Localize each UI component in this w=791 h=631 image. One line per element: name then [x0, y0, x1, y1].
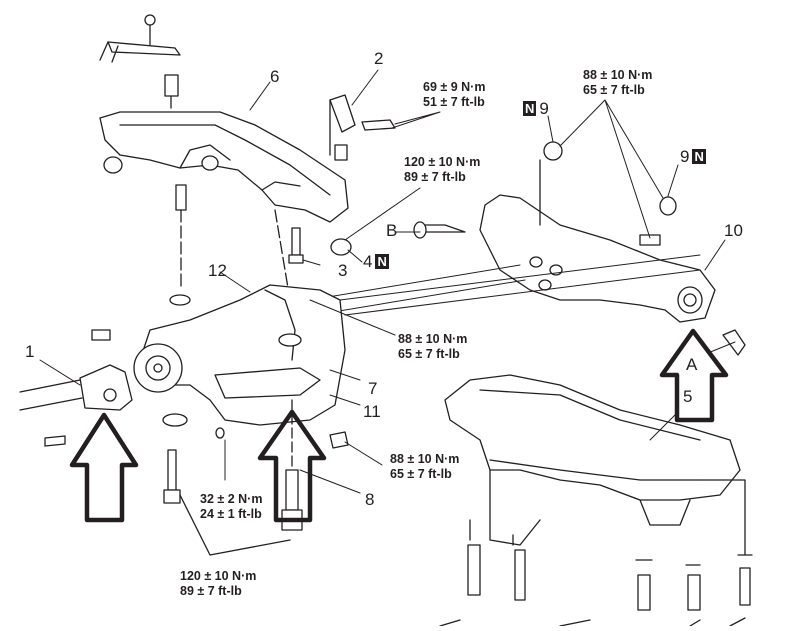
callout-2: 2 [374, 49, 384, 68]
new-part-marker: N [523, 101, 537, 116]
torque-nm: 120 ± 10 N·m [404, 155, 481, 169]
torque-ftlb: 51 ± 7 ft-lb [423, 95, 485, 109]
torque-nm: 88 ± 10 N·m [390, 452, 460, 466]
torque-ftlb: 24 ± 1 ft-lb [200, 507, 262, 521]
torque-nm: 88 ± 10 N·m [583, 68, 653, 82]
callout-10: 10 [724, 221, 743, 240]
callout-9-number: 9 [539, 99, 549, 118]
torque-nm: 120 ± 10 N·m [180, 569, 257, 583]
callout-7: 7 [368, 379, 378, 398]
callout-5: 5 [683, 387, 693, 406]
part-2-bracket [329, 94, 396, 161]
torque-nm: 88 ± 10 N·m [398, 332, 468, 346]
callout-4-number: 4 [363, 252, 373, 271]
torque-ftlb: 89 ± 7 ft-lb [180, 584, 242, 598]
arrow-up-icon [659, 328, 729, 423]
upper-bracket [99, 14, 181, 109]
part-12-differential [133, 284, 346, 439]
new-part-marker: N [375, 254, 389, 269]
callout-1: 1 [25, 342, 35, 361]
callout-B: B [386, 221, 398, 240]
new-part-marker: N [692, 149, 706, 164]
part-1-driveshaft [19, 329, 133, 447]
torque-nm: 69 ± 9 N·m [423, 80, 486, 94]
callout-12: 12 [208, 261, 227, 280]
callout-8: 8 [365, 490, 375, 509]
callout-6: 6 [270, 67, 280, 86]
leader-lines [39, 69, 736, 494]
torque-ftlb: 65 ± 7 ft-lb [398, 347, 460, 361]
part-5-subframe [439, 374, 753, 627]
torque-ftlb: 65 ± 7 ft-lb [583, 83, 645, 97]
callout-3: 3 [338, 261, 348, 280]
arrow-up-icon [257, 409, 327, 523]
torque-nm: 32 ± 2 N·m [200, 492, 263, 506]
callout-A: A [686, 355, 698, 374]
lower-bolts [163, 399, 349, 556]
part-6-upper-member [99, 111, 349, 291]
arrow-up-icon [69, 412, 139, 523]
callout-11: 11 [363, 402, 381, 421]
callout-9-number: 9 [680, 147, 690, 166]
torque-ftlb: 65 ± 7 ft-lb [390, 467, 452, 481]
torque-ftlb: 89 ± 7 ft-lb [404, 170, 466, 184]
part-4-bushing [330, 238, 352, 256]
